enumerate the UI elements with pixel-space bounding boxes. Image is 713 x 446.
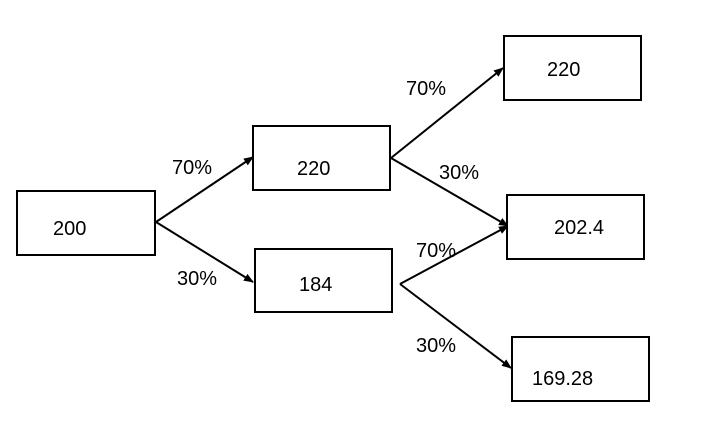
arrow-down-to-down-down: [399, 283, 512, 369]
node-up-value: 220: [297, 158, 331, 180]
node-up-up: 220: [503, 35, 642, 101]
arrow-up-to-middle: [390, 157, 509, 227]
node-down-down-value: 169.28: [532, 368, 594, 390]
node-middle: 202.4: [506, 194, 645, 260]
arrow-root-to-up: [155, 156, 254, 223]
node-root: 200: [16, 190, 156, 256]
node-up: 220: [252, 125, 391, 191]
arrow-up-to-up-up: [390, 67, 504, 159]
node-root-value: 200: [53, 218, 87, 240]
edge-label-root-to-down: 30%: [177, 268, 218, 290]
node-down-down: 169.28: [511, 336, 650, 402]
edge-label-up-to-middle: 30%: [439, 162, 480, 184]
node-down: 184: [254, 248, 393, 313]
node-down-value: 184: [299, 274, 333, 296]
edge-label-down-to-middle: 70%: [416, 240, 457, 262]
edge-label-root-to-up: 70%: [172, 157, 213, 179]
edge-label-down-to-down-down: 30%: [416, 335, 457, 357]
edge-label-up-to-up-up: 70%: [406, 78, 447, 100]
node-up-up-value: 220: [547, 59, 581, 81]
arrow-root-to-down: [155, 221, 254, 283]
arrow-down-to-middle: [399, 225, 509, 285]
node-middle-value: 202.4: [554, 217, 605, 239]
